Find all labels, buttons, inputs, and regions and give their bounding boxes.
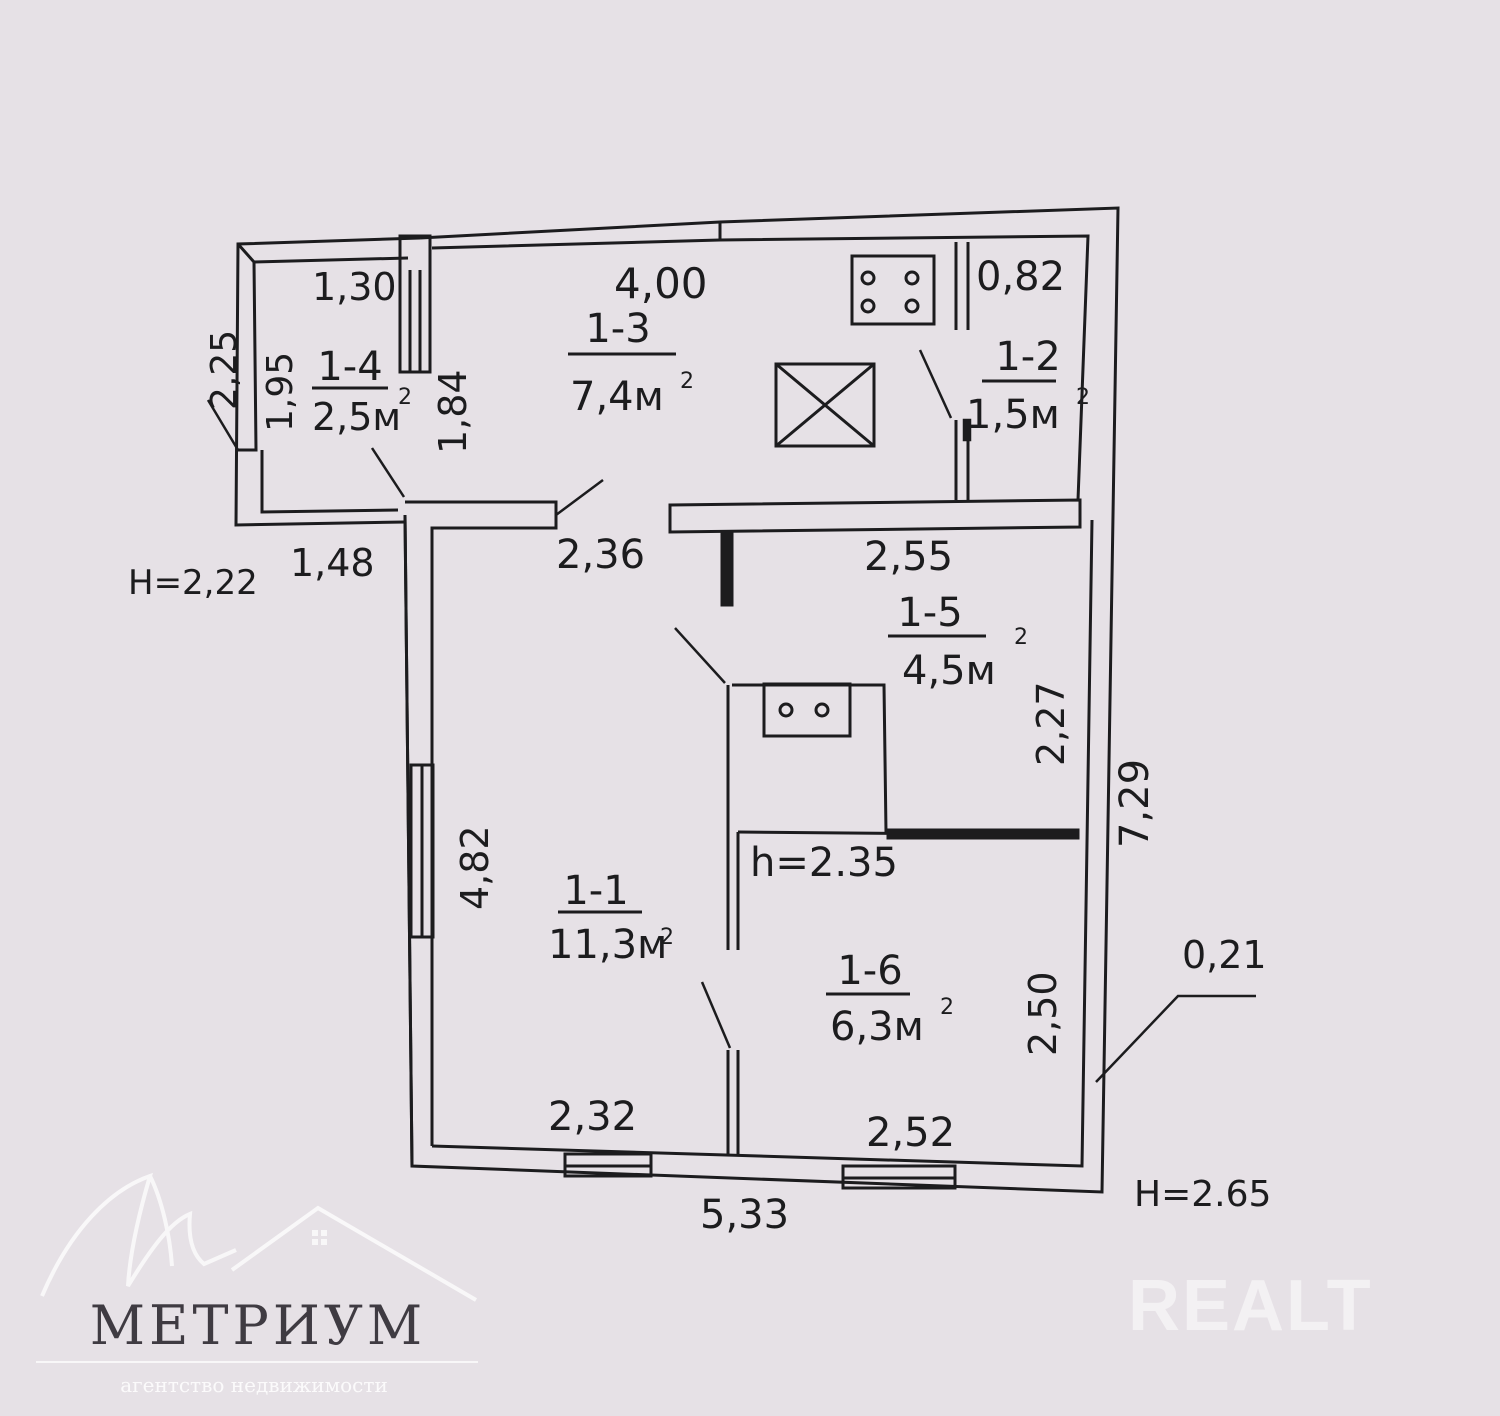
- door-swing: [918, 349, 953, 419]
- room-area-1-4: 2,5м: [312, 395, 401, 439]
- top-wall-inner: [431, 234, 1090, 501]
- room-area-1-6: 6,3м: [830, 1004, 924, 1050]
- height-porch: H=2,22: [128, 563, 258, 603]
- room-id-1-6: 1-6: [837, 948, 902, 994]
- door-swing: [370, 447, 406, 498]
- dim-255: 2,55: [864, 534, 953, 580]
- chimney-icon: [774, 362, 876, 448]
- room-area-sup-1-6: 2: [940, 995, 954, 1020]
- room-area-1-3: 7,4м: [570, 374, 664, 420]
- room-area-sup-1-4: 2: [398, 385, 412, 410]
- dim-400: 4,00: [614, 259, 708, 308]
- dim-082: 0,82: [976, 254, 1065, 300]
- porch-wall: [234, 236, 421, 527]
- dim-482: 4,82: [453, 825, 497, 910]
- dimensions: 1,30 4,00 0,82 2,25 1,95 1,84 1,48 2,36 …: [128, 254, 1271, 1238]
- metrium-house-window-icon: [312, 1230, 327, 1245]
- room-id-1-4: 1-4: [317, 344, 382, 390]
- room-area-1-2: 1,5м: [966, 392, 1060, 438]
- metrium-watermark: МЕТРИУМ агентство недвижимости: [36, 1172, 478, 1397]
- height-main: H=2.65: [1134, 1174, 1271, 1215]
- dim-148: 1,48: [290, 541, 375, 585]
- room-area-sup-1-3: 2: [680, 369, 694, 394]
- metrium-brand-tagline: агентство недвижимости: [120, 1373, 388, 1397]
- room-area-1-5: 4,5м: [902, 648, 996, 694]
- door-swing: [206, 399, 240, 451]
- fixtures: [762, 254, 936, 738]
- room-id-1-1: 1-1: [563, 868, 628, 914]
- dim-236: 2,36: [556, 532, 645, 578]
- room-id-1-5: 1-5: [897, 590, 962, 636]
- dim-729: 7,29: [1112, 759, 1158, 848]
- dim-232: 2,32: [548, 1094, 637, 1140]
- room-id-1-3: 1-3: [585, 306, 650, 352]
- dim-250: 2,50: [1021, 971, 1065, 1056]
- doors: [206, 349, 972, 1049]
- dim-195: 1,95: [260, 352, 301, 432]
- dim-227: 2,27: [1029, 681, 1073, 766]
- dim-021: 0,21: [1182, 933, 1267, 977]
- two-burner-stove-icon: [762, 682, 852, 738]
- room-area-sup-1-1: 2: [660, 925, 674, 950]
- walls: [234, 206, 1120, 1194]
- room-area-sup-1-5: 2: [1014, 625, 1028, 650]
- room-area-1-1: 11,3м: [548, 922, 667, 968]
- room-labels: 1-1 11,3м 2 1-2 1,5м 2 1-3 7,4м 2 1-4 2,…: [312, 306, 1090, 1050]
- stove-icon: [850, 254, 936, 326]
- realt-watermark: REALT: [1128, 1266, 1373, 1346]
- height-inner: h=2.35: [750, 840, 898, 886]
- dim-252: 2,52: [866, 1110, 955, 1156]
- room-area-sup-1-2: 2: [1076, 385, 1090, 410]
- leader-line-021: [1095, 994, 1256, 1083]
- door-swing: [555, 478, 604, 517]
- door-swing: [700, 981, 732, 1049]
- dim-533: 5,33: [700, 1192, 789, 1238]
- door-swing: [674, 627, 726, 684]
- dim-184: 1,84: [431, 369, 475, 454]
- metrium-logo-icon: [36, 1172, 478, 1363]
- metrium-brand-name: МЕТРИУМ: [90, 1294, 426, 1357]
- dim-225: 2,25: [204, 330, 245, 410]
- room-id-1-2: 1-2: [995, 334, 1060, 380]
- dim-130: 1,30: [312, 265, 397, 309]
